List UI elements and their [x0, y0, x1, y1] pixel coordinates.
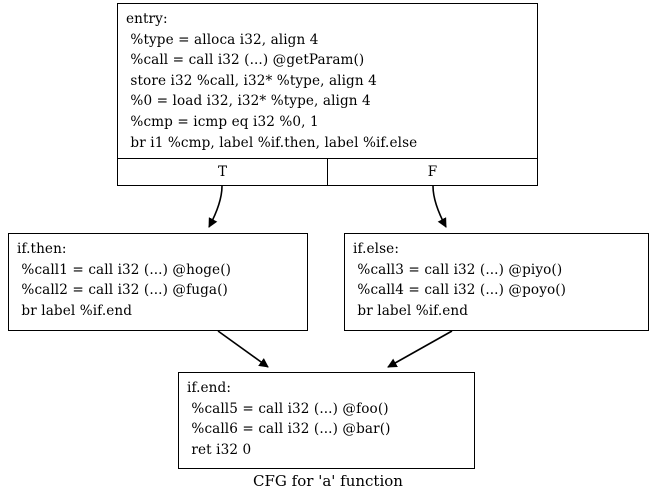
- graph-caption: CFG for 'a' function: [253, 472, 403, 490]
- node-if-then-line-3: br label %if.end: [17, 302, 133, 319]
- node-if-then[interactable]: if.then: %call1 = call i32 (...) @hoge()…: [8, 233, 308, 331]
- node-entry-ports: T F: [118, 158, 537, 186]
- port-false[interactable]: F: [427, 164, 438, 181]
- edge-if-then-to-if-end: [217, 330, 269, 368]
- node-if-else-line-2: %call4 = call i32 (...) @poyo(): [353, 282, 567, 299]
- edge-entry-F-to-if-else: [432, 185, 447, 228]
- node-entry-line-5: %cmp = icmp eq i32 %0, 1: [126, 113, 319, 130]
- node-if-then-line-2: %call2 = call i32 (...) @fuga(): [17, 282, 228, 299]
- node-entry-body: entry: %type = alloca i32, align 4 %call…: [118, 4, 537, 158]
- edge-if-else-to-if-end: [387, 330, 453, 368]
- node-entry-line-4: %0 = load i32, i32* %type, align 4: [126, 93, 371, 110]
- node-if-end-line-0: if.end:: [187, 380, 231, 396]
- node-entry-line-1: %type = alloca i32, align 4: [126, 31, 319, 48]
- node-if-end[interactable]: if.end: %call5 = call i32 (...) @foo() %…: [178, 372, 475, 469]
- edge-entry-T-to-if-then: [208, 185, 223, 228]
- node-entry-line-6: br i1 %cmp, label %if.then, label %if.el…: [126, 134, 418, 151]
- node-if-else-body: if.else: %call3 = call i32 (...) @piyo()…: [345, 234, 648, 326]
- node-if-end-line-2: %call6 = call i32 (...) @bar(): [187, 421, 391, 438]
- node-entry[interactable]: entry: %type = alloca i32, align 4 %call…: [117, 3, 538, 186]
- node-entry-line-0: entry:: [126, 11, 168, 27]
- node-if-then-line-0: if.then:: [17, 241, 67, 257]
- node-if-else-line-1: %call3 = call i32 (...) @piyo(): [353, 261, 563, 278]
- port-true[interactable]: T: [118, 159, 328, 186]
- node-if-end-line-1: %call5 = call i32 (...) @foo(): [187, 400, 389, 417]
- node-if-else-line-3: br label %if.end: [353, 302, 469, 319]
- node-if-else[interactable]: if.else: %call3 = call i32 (...) @piyo()…: [344, 233, 649, 331]
- node-if-end-line-3: ret i32 0: [187, 441, 252, 458]
- node-if-else-line-0: if.else:: [353, 241, 400, 257]
- node-if-end-body: if.end: %call5 = call i32 (...) @foo() %…: [179, 373, 474, 465]
- node-if-then-body: if.then: %call1 = call i32 (...) @hoge()…: [9, 234, 307, 326]
- node-entry-line-3: store i32 %call, i32* %type, align 4: [126, 72, 377, 89]
- node-if-then-line-1: %call1 = call i32 (...) @hoge(): [17, 261, 232, 278]
- node-entry-line-2: %call = call i32 (...) @getParam(): [126, 52, 365, 69]
